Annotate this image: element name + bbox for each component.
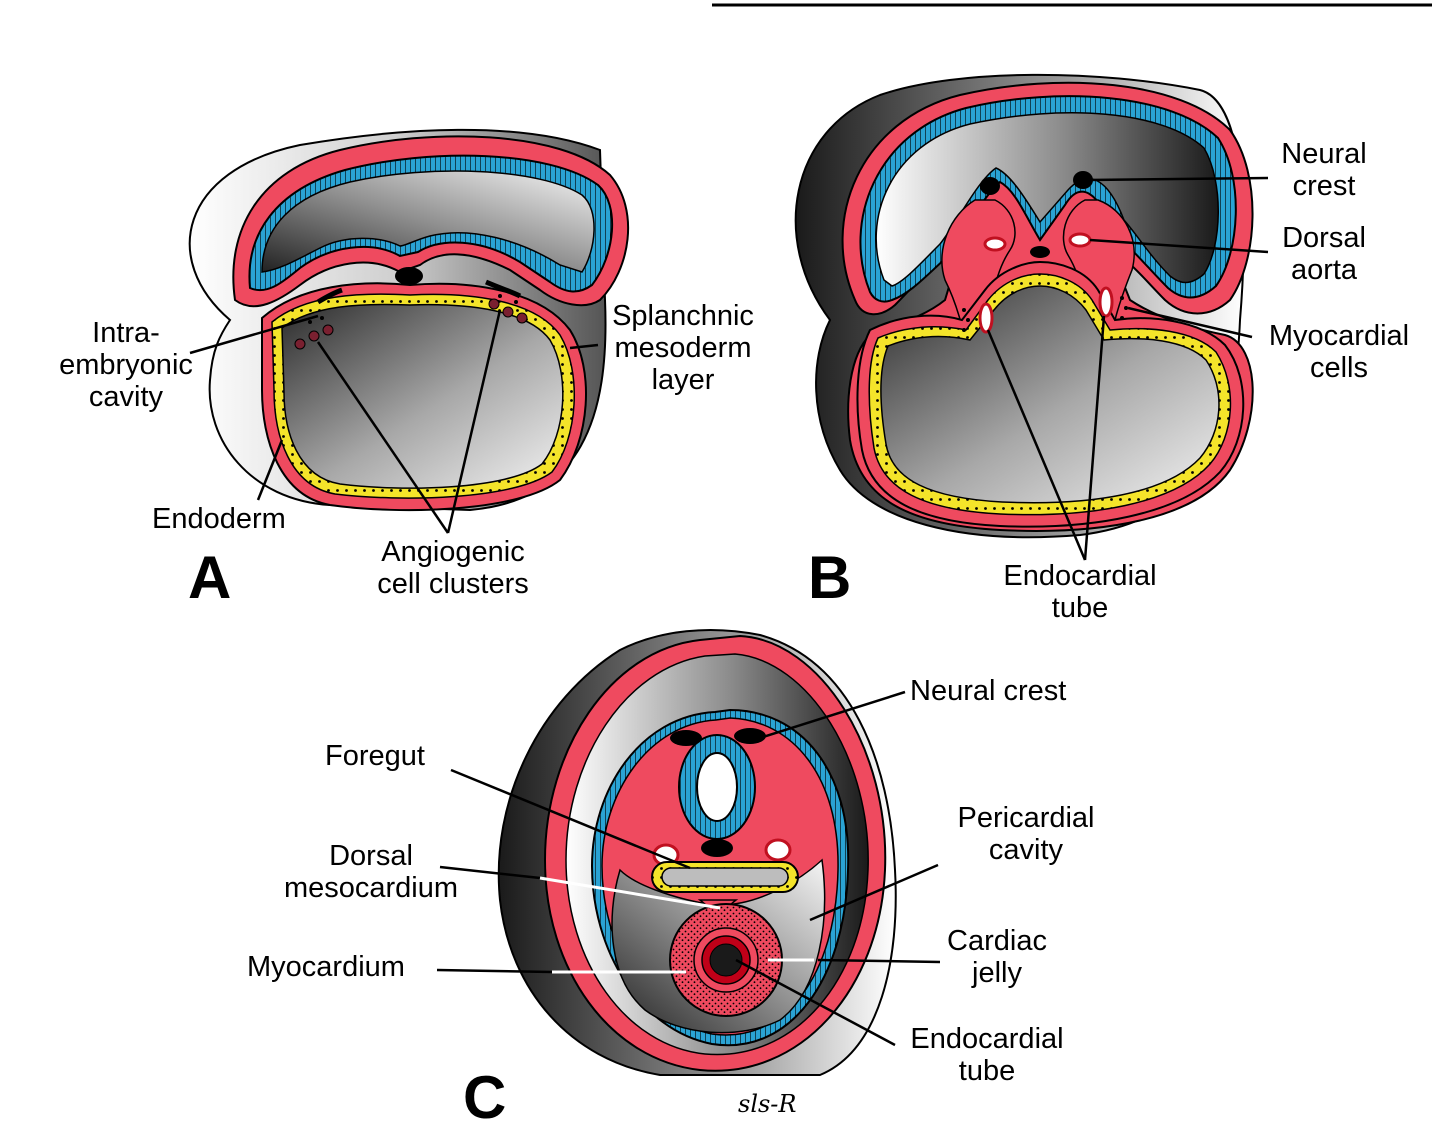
panel-b-endocardial-tube-left [978,302,994,334]
label-b-neural-crest: Neural crest [1281,138,1367,202]
panel-a-notochord [395,267,423,285]
panel-a-cavity-slit-right [485,279,522,299]
panel-b-dorsal-aorta-left [983,236,1007,252]
label-splanchnic-mesoderm-layer: Splanchnic mesoderm layer [612,300,754,396]
panel-a-amniotic-cavity [261,170,595,273]
label-cardiac-jelly: Cardiac jelly [947,925,1047,989]
panel-a-angiogenic-clusters-right [488,294,528,324]
panel-b-yolk-cavity [880,285,1220,504]
panel-b-notochord [1030,246,1050,258]
label-myocardial-cells: Myocardial cells [1268,320,1410,384]
panel-c-notochord [701,839,733,857]
panel-b-neural-crest-right [1073,171,1093,189]
label-endoderm: Endoderm [152,503,286,535]
panel-c-neural-crest-left [670,730,702,746]
label-foregut: Foregut [325,740,425,772]
panel-c-heart-lumen [709,943,743,977]
label-pericardial-cavity: Pericardial cavity [957,802,1095,866]
panel-c-dorsal-aorta-right [764,838,792,862]
label-c-neural-crest: Neural crest [910,675,1067,707]
panel-b-letter: B [808,544,852,611]
panel-b-myocardial-cells [962,296,1128,332]
panel-b-amniotic-cavity [875,112,1219,287]
label-c-endocardial-tube: Endocardial tube [910,1023,1064,1087]
label-angiogenic-cell-clusters: Angiogenic cell clusters [377,536,529,600]
panel-b-neural-crest-left [980,177,1000,195]
label-myocardium: Myocardium [247,951,405,983]
panel-a-angiogenic-clusters-left [294,316,334,350]
panel-b-endocardial-tube-right [1098,286,1114,318]
panel-c-neural-canal [696,752,738,822]
panel-c-letter: C [463,1064,507,1131]
label-b-endocardial-tube: Endocardial tube [1003,560,1157,624]
panel-a-drawing [188,128,630,534]
label-intraembryonic-cavity: Intra- embryonic cavity [59,317,193,413]
panel-b-drawing [794,73,1269,561]
artist-signature: sls-R [738,1090,797,1118]
label-dorsal-mesocardium: Dorsal mesocardium [283,840,459,904]
panel-a-cavity-slit-left [316,287,343,305]
label-dorsal-aorta: Dorsal aorta [1282,222,1366,286]
panel-a-yolk-cavity [281,303,564,489]
panel-c-neural-crest-right [734,728,766,744]
panel-a-letter: A [188,544,232,611]
panel-b-dorsal-aorta-right [1068,232,1092,248]
panel-c-drawing [436,629,941,1076]
panel-c-foregut-lumen [661,867,789,887]
